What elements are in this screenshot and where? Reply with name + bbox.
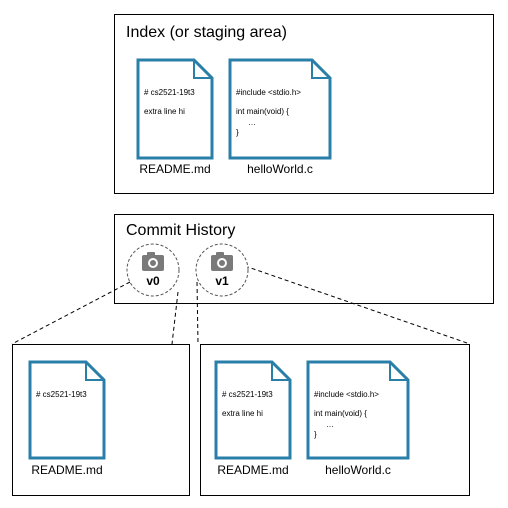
doc-text-line: int main(void) { xyxy=(314,409,367,418)
connector-v0-right xyxy=(171,291,179,345)
document-icon xyxy=(136,58,214,160)
doc-text-line: # cs2521-19t3 xyxy=(36,390,87,399)
document-icon xyxy=(214,360,292,460)
doc-text-line: … xyxy=(248,118,256,127)
connector-v0-left xyxy=(11,281,131,345)
document-icon xyxy=(28,360,106,460)
camera-icon xyxy=(142,252,164,271)
doc-text-line: extra line hi xyxy=(144,107,185,116)
doc-text-line: #include <stdio.h> xyxy=(314,390,379,399)
file-name-helloworld: helloWorld.c xyxy=(325,463,391,477)
file-name-helloworld: helloWorld.c xyxy=(247,162,313,176)
doc-text-line: int main(void) { xyxy=(236,107,289,116)
commit-label-v1[interactable]: v1 xyxy=(215,274,229,288)
file-name-readme: README.md xyxy=(217,463,289,477)
doc-text-line: extra line hi xyxy=(222,409,263,418)
doc-text-line: } xyxy=(314,430,317,439)
camera-icon xyxy=(211,252,233,271)
doc-text-line: … xyxy=(326,420,334,429)
doc-text-line: } xyxy=(236,128,239,137)
commit-history-box xyxy=(114,214,494,304)
connector-v1-right xyxy=(244,265,471,345)
document-icon xyxy=(306,360,410,460)
index-title: Index (or staging area) xyxy=(126,24,287,41)
doc-text-line: # cs2521-19t3 xyxy=(222,390,273,399)
file-name-readme: README.md xyxy=(139,162,211,176)
commit-history-title: Commit History xyxy=(126,222,236,239)
file-name-readme: README.md xyxy=(31,463,103,477)
commit-label-v0[interactable]: v0 xyxy=(146,274,160,288)
document-icon xyxy=(228,58,332,160)
connector-v1-left xyxy=(196,281,199,345)
doc-text-line: # cs2521-19t3 xyxy=(144,88,195,97)
doc-text-line: #include <stdio.h> xyxy=(236,88,301,97)
